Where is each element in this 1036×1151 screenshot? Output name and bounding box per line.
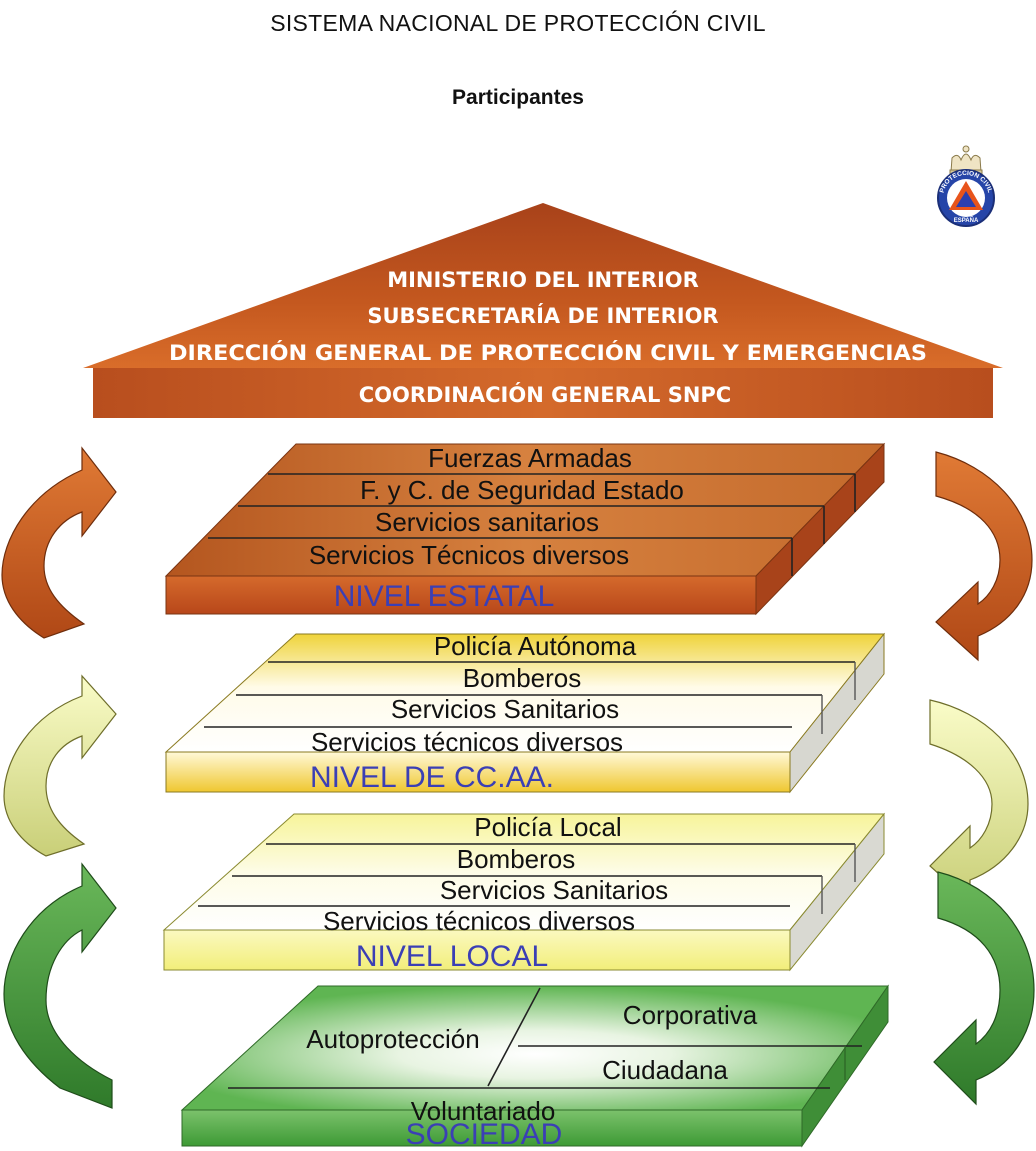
emblem-bottom-text: ESPAÑA <box>954 217 979 224</box>
proteccion-civil-emblem-icon: PROTECCION CIVIL ESPAÑA <box>937 145 995 227</box>
arrow-left-green-icon <box>3 862 117 1109</box>
roof-line-direccion-general: DIRECCIÓN GENERAL DE PROTECCIÓN CIVIL Y … <box>169 340 927 365</box>
arrow-right-green-icon <box>933 871 1035 1106</box>
estatal-row-3: Servicios sanitarios <box>375 507 599 537</box>
roof-line-ministerio: MINISTERIO DEL INTERIOR <box>387 268 699 292</box>
roof-line-subsecretaria: SUBSECRETARÍA DE INTERIOR <box>367 303 718 328</box>
sociedad-level-label: SOCIEDAD <box>406 1118 563 1151</box>
roof-band <box>93 368 993 418</box>
arrow-right-orange-icon <box>935 451 1033 662</box>
local-row-4: Servicios técnicos diversos <box>323 906 635 936</box>
sociedad-corporativa: Corporativa <box>623 1000 758 1030</box>
ccaa-row-2: Bomberos <box>463 663 582 693</box>
estatal-level-label: NIVEL ESTATAL <box>334 580 555 613</box>
local-row-2: Bomberos <box>457 844 576 874</box>
estatal-row-2: F. y C. de Seguridad Estado <box>360 475 684 505</box>
roof-band-coordinacion: COORDINACIÓN GENERAL SNPC <box>359 382 731 407</box>
level-sociedad: Autoprotección Corporativa Ciudadana Vol… <box>180 984 889 1151</box>
ccaa-row-4: Servicios técnicos diversos <box>311 727 623 757</box>
estatal-row-1: Fuerzas Armadas <box>428 443 632 473</box>
level-top <box>180 985 889 1111</box>
level-ccaa: Policía Autónoma Bomberos Servicios Sani… <box>164 631 886 794</box>
arrow-left-orange-icon <box>1 446 117 639</box>
roof: MINISTERIO DEL INTERIOR SUBSECRETARÍA DE… <box>83 203 1003 418</box>
level-side <box>755 442 885 616</box>
ccaa-level-label: NIVEL DE CC.AA. <box>310 761 554 794</box>
sociedad-voluntariado: Voluntariado <box>411 1096 556 1126</box>
local-level-label: NIVEL LOCAL <box>356 940 548 973</box>
page-title: SISTEMA NACIONAL DE PROTECCIÓN CIVIL <box>270 10 766 36</box>
page-subtitle: Participantes <box>452 86 584 109</box>
ccaa-row-3: Servicios Sanitarios <box>391 694 619 724</box>
level-local: Policía Local Bomberos Servicios Sanitar… <box>162 812 886 973</box>
arrow-right-yellow-icon <box>929 699 1029 904</box>
sociedad-ciudadana: Ciudadana <box>602 1055 728 1085</box>
ccaa-row-1: Policía Autónoma <box>434 631 637 661</box>
local-row-1: Policía Local <box>474 812 621 842</box>
level-estatal: Fuerzas Armadas F. y C. de Seguridad Est… <box>164 442 886 616</box>
sociedad-autoproteccion: Autoprotección <box>306 1024 479 1054</box>
level-side <box>789 632 885 794</box>
arrow-left-yellow-icon <box>3 674 117 857</box>
local-row-3: Servicios Sanitarios <box>440 875 668 905</box>
level-side <box>789 812 885 972</box>
estatal-row-4: Servicios Técnicos diversos <box>309 540 629 570</box>
roof-triangle <box>83 203 1003 368</box>
